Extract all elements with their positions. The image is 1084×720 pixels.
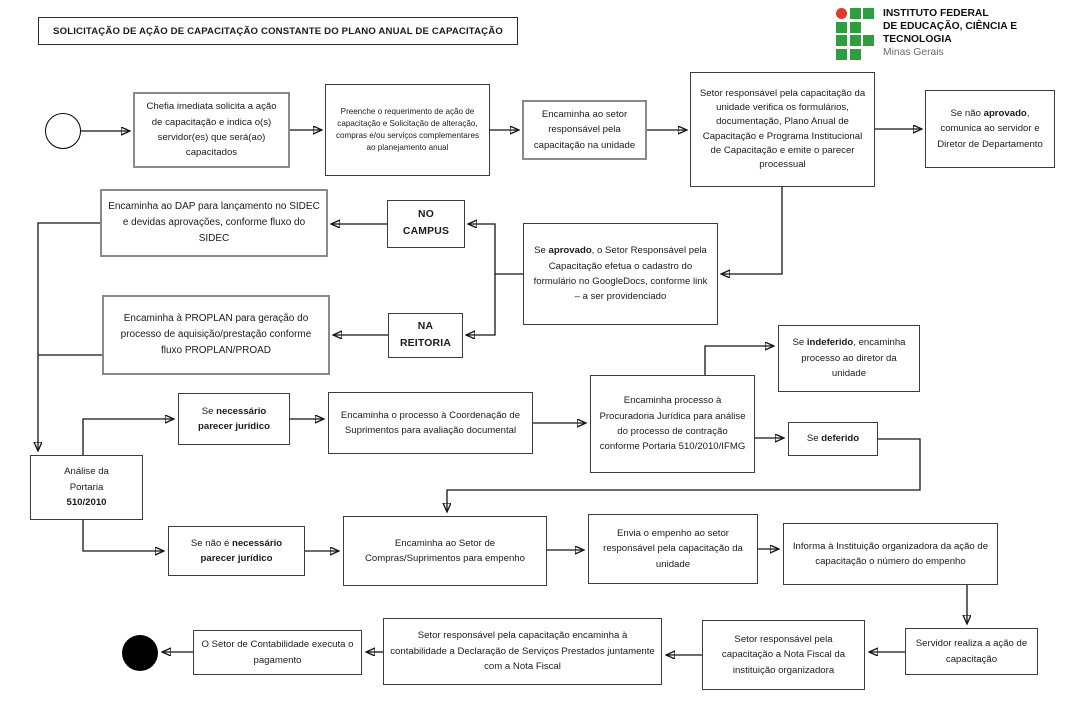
logo-square: [836, 48, 847, 60]
node-contabilidade-pagamento: O Setor de Contabilidade executa o pagam…: [193, 630, 362, 675]
node-declaracao-servicos: Setor responsável pela capacitação encam…: [383, 618, 662, 685]
node-nota-fiscal: Setor responsável pela capacitação a Not…: [702, 620, 865, 690]
edge-dap-analise: [38, 222, 100, 450]
edge-aprovado-nareitoria: [467, 274, 496, 335]
node-preenche-requerimento: Preenche o requerimento de ação de capac…: [325, 84, 490, 176]
node-se-indeferido: Se indeferido, encaminha processo ao dir…: [778, 325, 920, 392]
node-label: Preenche o requerimento de ação de capac…: [335, 106, 480, 153]
ifmg-logo: INSTITUTO FEDERAL DE EDUCAÇÃO, CIÊNCIA E…: [836, 8, 1084, 60]
node-label: Encaminha ao Setor de Compras/Suprimento…: [365, 537, 525, 564]
logo-square: [849, 8, 861, 19]
node-label: Encaminha o processo à Coordenação de Su…: [340, 409, 521, 436]
start-circle: [45, 113, 81, 149]
node-informa-instituicao: Informa à Instituição organizadora da aç…: [783, 523, 998, 585]
node-label: Se deferido: [806, 433, 860, 445]
ifmg-logo-mark-icon: [836, 8, 874, 60]
node-label: Servidor realiza a ação de capacitação: [915, 638, 1028, 665]
node-procuradoria-juridica: Encaminha processo à Procuradoria Jurídi…: [590, 375, 755, 473]
node-label: Encaminha à PROPLAN para geração do proc…: [120, 313, 312, 356]
node-label: Setor responsável pela capacitação encam…: [390, 630, 655, 673]
node-label: Chefia imediata solicita a ação de capac…: [146, 101, 277, 159]
edge-aprovado-nocampus: [469, 224, 523, 275]
logo-text: INSTITUTO FEDERAL DE EDUCAÇÃO, CIÊNCIA E…: [883, 8, 1018, 58]
node-label: Se indeferido, encaminha processo ao dir…: [792, 337, 906, 380]
node-label: Se não aprovado, comunica ao servidor e …: [937, 107, 1043, 150]
node-label: Encaminha ao DAP para lançamento no SIDE…: [108, 201, 320, 244]
node-se-aprovado: Se aprovado, o Setor Responsável pela Ca…: [523, 223, 718, 325]
node-label: Envia o empenho ao setor responsável pel…: [603, 527, 743, 570]
node-coordenacao-suprimentos: Encaminha o processo à Coordenação de Su…: [328, 392, 533, 454]
node-se-nao-aprovado: Se não aprovado, comunica ao servidor e …: [925, 90, 1055, 168]
logo-square: [863, 35, 874, 46]
logo-square: [863, 8, 874, 19]
logo-square: [849, 48, 861, 60]
node-chefia-solicita: Chefia imediata solicita a ação de capac…: [133, 92, 290, 168]
edge-analise-senecessario: [82, 419, 173, 455]
end-circle-filled: [122, 635, 158, 671]
node-encaminha-proplan: Encaminha à PROPLAN para geração do proc…: [102, 295, 330, 375]
edge-verifica-aprovado: [722, 187, 783, 274]
node-encaminha-dap: Encaminha ao DAP para lançamento no SIDE…: [100, 189, 328, 257]
logo-square: [849, 21, 861, 33]
node-label: Encaminha processo à Procuradoria Jurídi…: [599, 395, 746, 453]
edge-analise-senaonecessario: [82, 520, 163, 551]
page-title: SOLICITAÇÃO DE AÇÃO DE CAPACITAÇÃO CONST…: [53, 25, 503, 37]
logo-gap: [863, 49, 874, 60]
node-label: Se aprovado, o Setor Responsável pela Ca…: [533, 245, 708, 303]
edge-procuradoria-indeferido: [704, 346, 773, 375]
node-envia-empenho: Envia o empenho ao setor responsável pel…: [588, 514, 758, 584]
node-label: O Setor de Contabilidade executa o pagam…: [201, 639, 354, 666]
node-label: Setor responsável pela capacitação da un…: [699, 87, 866, 170]
node-setor-verifica: Setor responsável pela capacitação da un…: [690, 72, 875, 187]
node-setor-compras: Encaminha ao Setor de Compras/Suprimento…: [343, 516, 547, 586]
logo-square: [836, 21, 847, 33]
node-se-deferido: Se deferido: [788, 422, 878, 456]
node-encaminha-setor: Encaminha ao setor responsável pela capa…: [522, 100, 647, 160]
node-label: Informa à Instituição organizadora da aç…: [792, 540, 989, 567]
logo-gap: [863, 22, 874, 33]
logo-dot: [836, 8, 847, 19]
logo-square: [836, 35, 847, 46]
node-label: Encaminha ao setor responsável pela capa…: [533, 108, 636, 151]
logo-square: [849, 35, 861, 46]
title-box: SOLICITAÇÃO DE AÇÃO DE CAPACITAÇÃO CONST…: [38, 17, 518, 45]
node-label: Setor responsável pela capacitação a Not…: [721, 633, 846, 676]
node-servidor-realiza: Servidor realiza a ação de capacitação: [905, 628, 1038, 675]
